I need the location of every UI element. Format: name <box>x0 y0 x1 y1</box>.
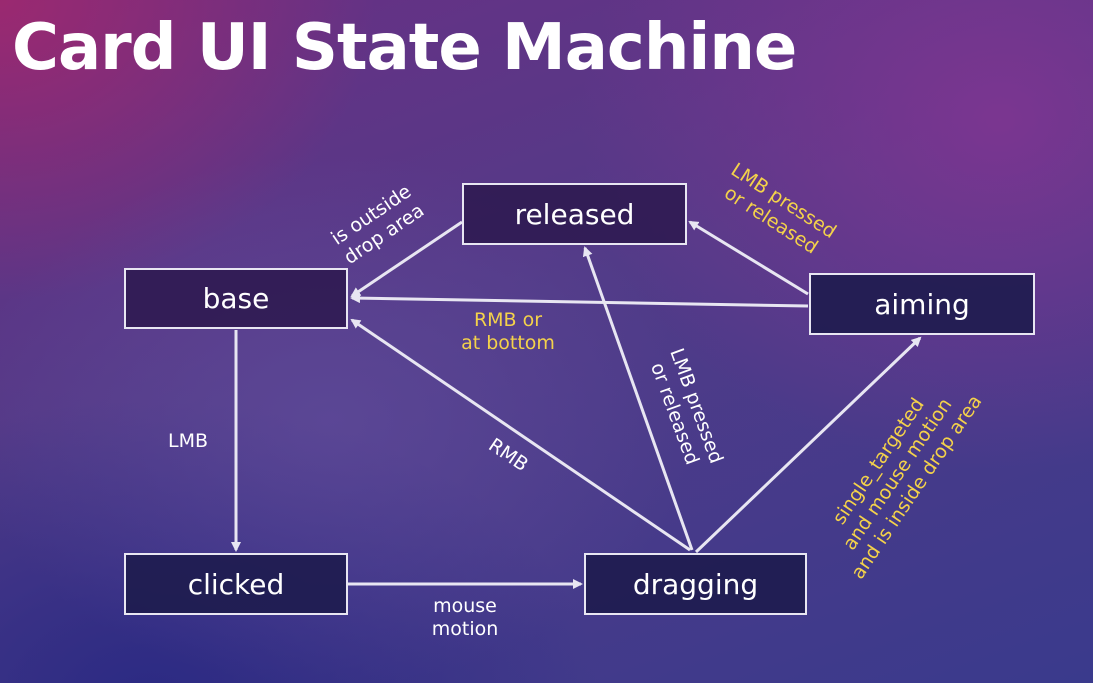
arrow-aiming-to-released <box>688 220 809 296</box>
arrow-dragging-to-released <box>582 246 694 551</box>
state-aiming: aiming <box>809 273 1035 335</box>
state-base-label: base <box>202 282 270 315</box>
state-base: base <box>124 268 348 329</box>
state-clicked-label: clicked <box>187 567 285 601</box>
state-dragging-label: dragging <box>632 567 759 601</box>
label-clicked-to-dragging: mouse motion <box>405 595 525 641</box>
label-base-to-clicked: LMB <box>158 430 218 453</box>
arrow-dragging-to-base <box>350 318 691 552</box>
label-line: motion <box>431 618 499 640</box>
label-aiming-to-base: RMB or at bottom <box>448 309 568 355</box>
label-line: mouse <box>433 595 497 617</box>
arrow-released-to-base <box>350 220 463 298</box>
page-title: Card UI State Machine <box>12 11 797 85</box>
label-line: at bottom <box>461 332 555 354</box>
state-aiming-label: aiming <box>874 287 970 321</box>
label-line: LMB <box>167 430 208 452</box>
arrow-dragging-to-aiming <box>694 336 922 554</box>
state-dragging: dragging <box>584 553 807 615</box>
label-line: RMB or <box>473 309 543 331</box>
arrow-aiming-to-base <box>350 293 809 308</box>
state-clicked: clicked <box>124 553 348 615</box>
state-released: released <box>462 183 687 245</box>
state-released-label: released <box>514 197 635 231</box>
